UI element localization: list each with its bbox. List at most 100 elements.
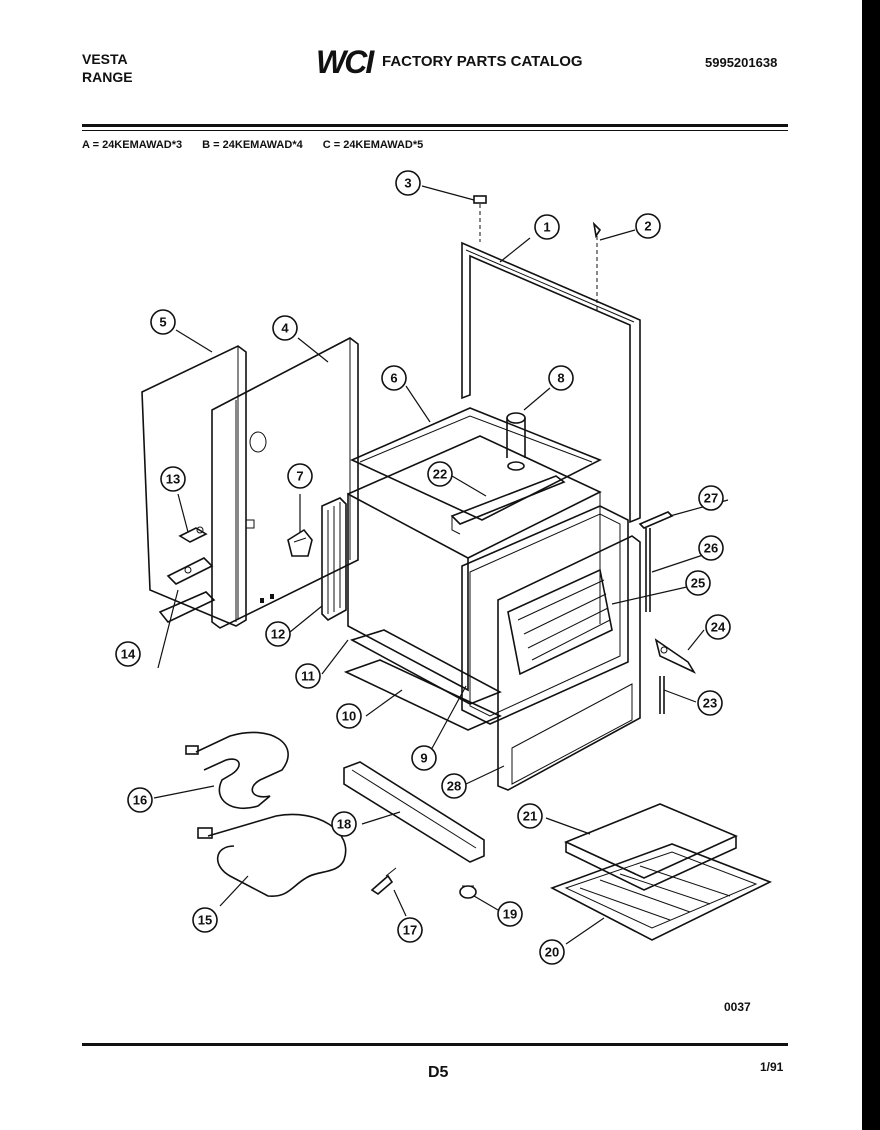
callout-6: 6	[381, 365, 407, 391]
callout-6-label: 6	[390, 371, 397, 386]
callout-7-label: 7	[296, 469, 303, 484]
model-b: B = 24KEMAWAD*4	[202, 139, 303, 151]
part-23-pin	[659, 676, 665, 714]
callout-26-label: 26	[704, 541, 718, 556]
product-type: RANGE	[82, 69, 133, 85]
callout-13: 13	[160, 466, 186, 492]
callout-2: 2	[635, 213, 661, 239]
part-21-broiler-insert	[563, 803, 738, 891]
callout-28: 28	[441, 773, 467, 799]
brand-block: VESTA RANGE	[82, 50, 133, 86]
callout-14-label: 14	[121, 647, 136, 662]
callout-20-label: 20	[545, 945, 559, 960]
part-24-latch	[654, 638, 697, 674]
callout-13-label: 13	[166, 472, 180, 487]
part-3-screw	[473, 195, 487, 242]
callout-21: 21	[517, 803, 543, 829]
parts-catalog-page: VESTA RANGE WCI FACTORY PARTS CATALOG 5 9…	[0, 0, 862, 1130]
part-9-door-frame	[461, 505, 629, 725]
header-rule-thin	[82, 130, 788, 131]
header-rule-thick	[82, 124, 788, 127]
callout-15-label: 15	[198, 913, 212, 928]
callout-27-label: 27	[704, 491, 718, 506]
page-code: D5	[428, 1064, 449, 1081]
part-13-bracket	[178, 526, 208, 543]
callout-20: 20	[539, 939, 565, 965]
part-2-screw	[592, 221, 602, 312]
part-15-broil-element	[197, 813, 347, 897]
callout-27: 27	[698, 485, 724, 511]
part-22-baffle	[450, 475, 566, 535]
callout-18: 18	[331, 811, 357, 837]
part-1-side-panel	[461, 241, 641, 524]
part-10-bottom-panel	[343, 629, 502, 731]
wci-logo: WCI	[316, 44, 374, 80]
callout-28-label: 28	[447, 779, 461, 794]
callout-21-label: 21	[523, 809, 537, 824]
callout-23: 23	[697, 690, 723, 716]
part-7-grommet	[287, 528, 313, 557]
callout-16-label: 16	[133, 793, 147, 808]
callout-1: 1	[534, 214, 560, 240]
figure-number: 0037	[724, 1000, 751, 1014]
callout-4-label: 4	[281, 321, 289, 336]
part-28-oven-door	[497, 535, 641, 791]
callout-23-label: 23	[703, 696, 717, 711]
part-4-inner-back-panel	[211, 337, 359, 629]
leader-lines	[153, 185, 729, 945]
callout-19-label: 19	[503, 907, 517, 922]
part-17-clip	[370, 867, 397, 896]
callout-26: 26	[698, 535, 724, 561]
callout-11-label: 11	[301, 669, 315, 684]
footer-rule	[82, 1043, 788, 1046]
catalog-title: FACTORY PARTS CATALOG	[382, 53, 583, 70]
part-20-broiler-pan	[550, 843, 772, 941]
callout-3: 3	[395, 170, 421, 196]
callout-12: 12	[265, 621, 291, 647]
callout-18-label: 18	[337, 817, 351, 832]
part-25-oven-rack	[507, 568, 613, 676]
callout-24-label: 24	[711, 620, 726, 635]
revision-date: 1/91	[760, 1060, 784, 1074]
callout-15: 15	[192, 907, 218, 933]
callout-16: 16	[127, 787, 153, 813]
part-5-back-panel	[141, 345, 247, 627]
callout-9-label: 9	[420, 751, 427, 766]
part-12-side-insulation	[321, 497, 347, 621]
part-26-rod	[645, 528, 651, 612]
brand-name: VESTA	[82, 51, 128, 67]
callout-11: 11	[295, 663, 321, 689]
callout-10-label: 10	[342, 709, 356, 724]
callout-8: 8	[548, 365, 574, 391]
part-8-vent-tube	[506, 412, 526, 471]
part-16-heating-element	[185, 731, 289, 810]
exploded-parts-diagram: 1 2 3 4 5 6 7 8 9 10 11 12 13 14 15 16 1…	[115, 170, 772, 965]
callout-25-label: 25	[691, 576, 705, 591]
part-19-grommet	[459, 885, 477, 899]
callout-5-label: 5	[159, 315, 166, 330]
callout-7: 7	[287, 463, 313, 489]
callout-14: 14	[115, 641, 141, 667]
callout-8-label: 8	[557, 371, 564, 386]
callout-4: 4	[272, 315, 298, 341]
callout-5: 5	[150, 309, 176, 335]
callout-1-label: 1	[543, 220, 550, 235]
callout-9: 9	[411, 745, 437, 771]
callout-19: 19	[497, 901, 523, 927]
callout-22: 22	[427, 461, 453, 487]
callout-17: 17	[397, 917, 423, 943]
part-27-hinge-rod	[638, 511, 674, 529]
model-c: C = 24KEMAWAD*5	[322, 139, 424, 151]
callout-17-label: 17	[403, 923, 417, 938]
part-11-oven-liner	[347, 435, 602, 692]
callout-25: 25	[685, 570, 711, 596]
callout-3-label: 3	[404, 176, 411, 191]
callout-12-label: 12	[271, 627, 285, 642]
part-14-bracket	[158, 557, 216, 623]
callout-22-label: 22	[433, 467, 447, 482]
part-18-channel	[343, 761, 485, 863]
model-a: A = 24KEMAWAD*3	[82, 139, 183, 151]
callout-24: 24	[705, 614, 731, 640]
model-list: A = 24KEMAWAD*3 B = 24KEMAWAD*4 C = 24KE…	[82, 139, 423, 151]
callout-2-label: 2	[644, 219, 651, 234]
